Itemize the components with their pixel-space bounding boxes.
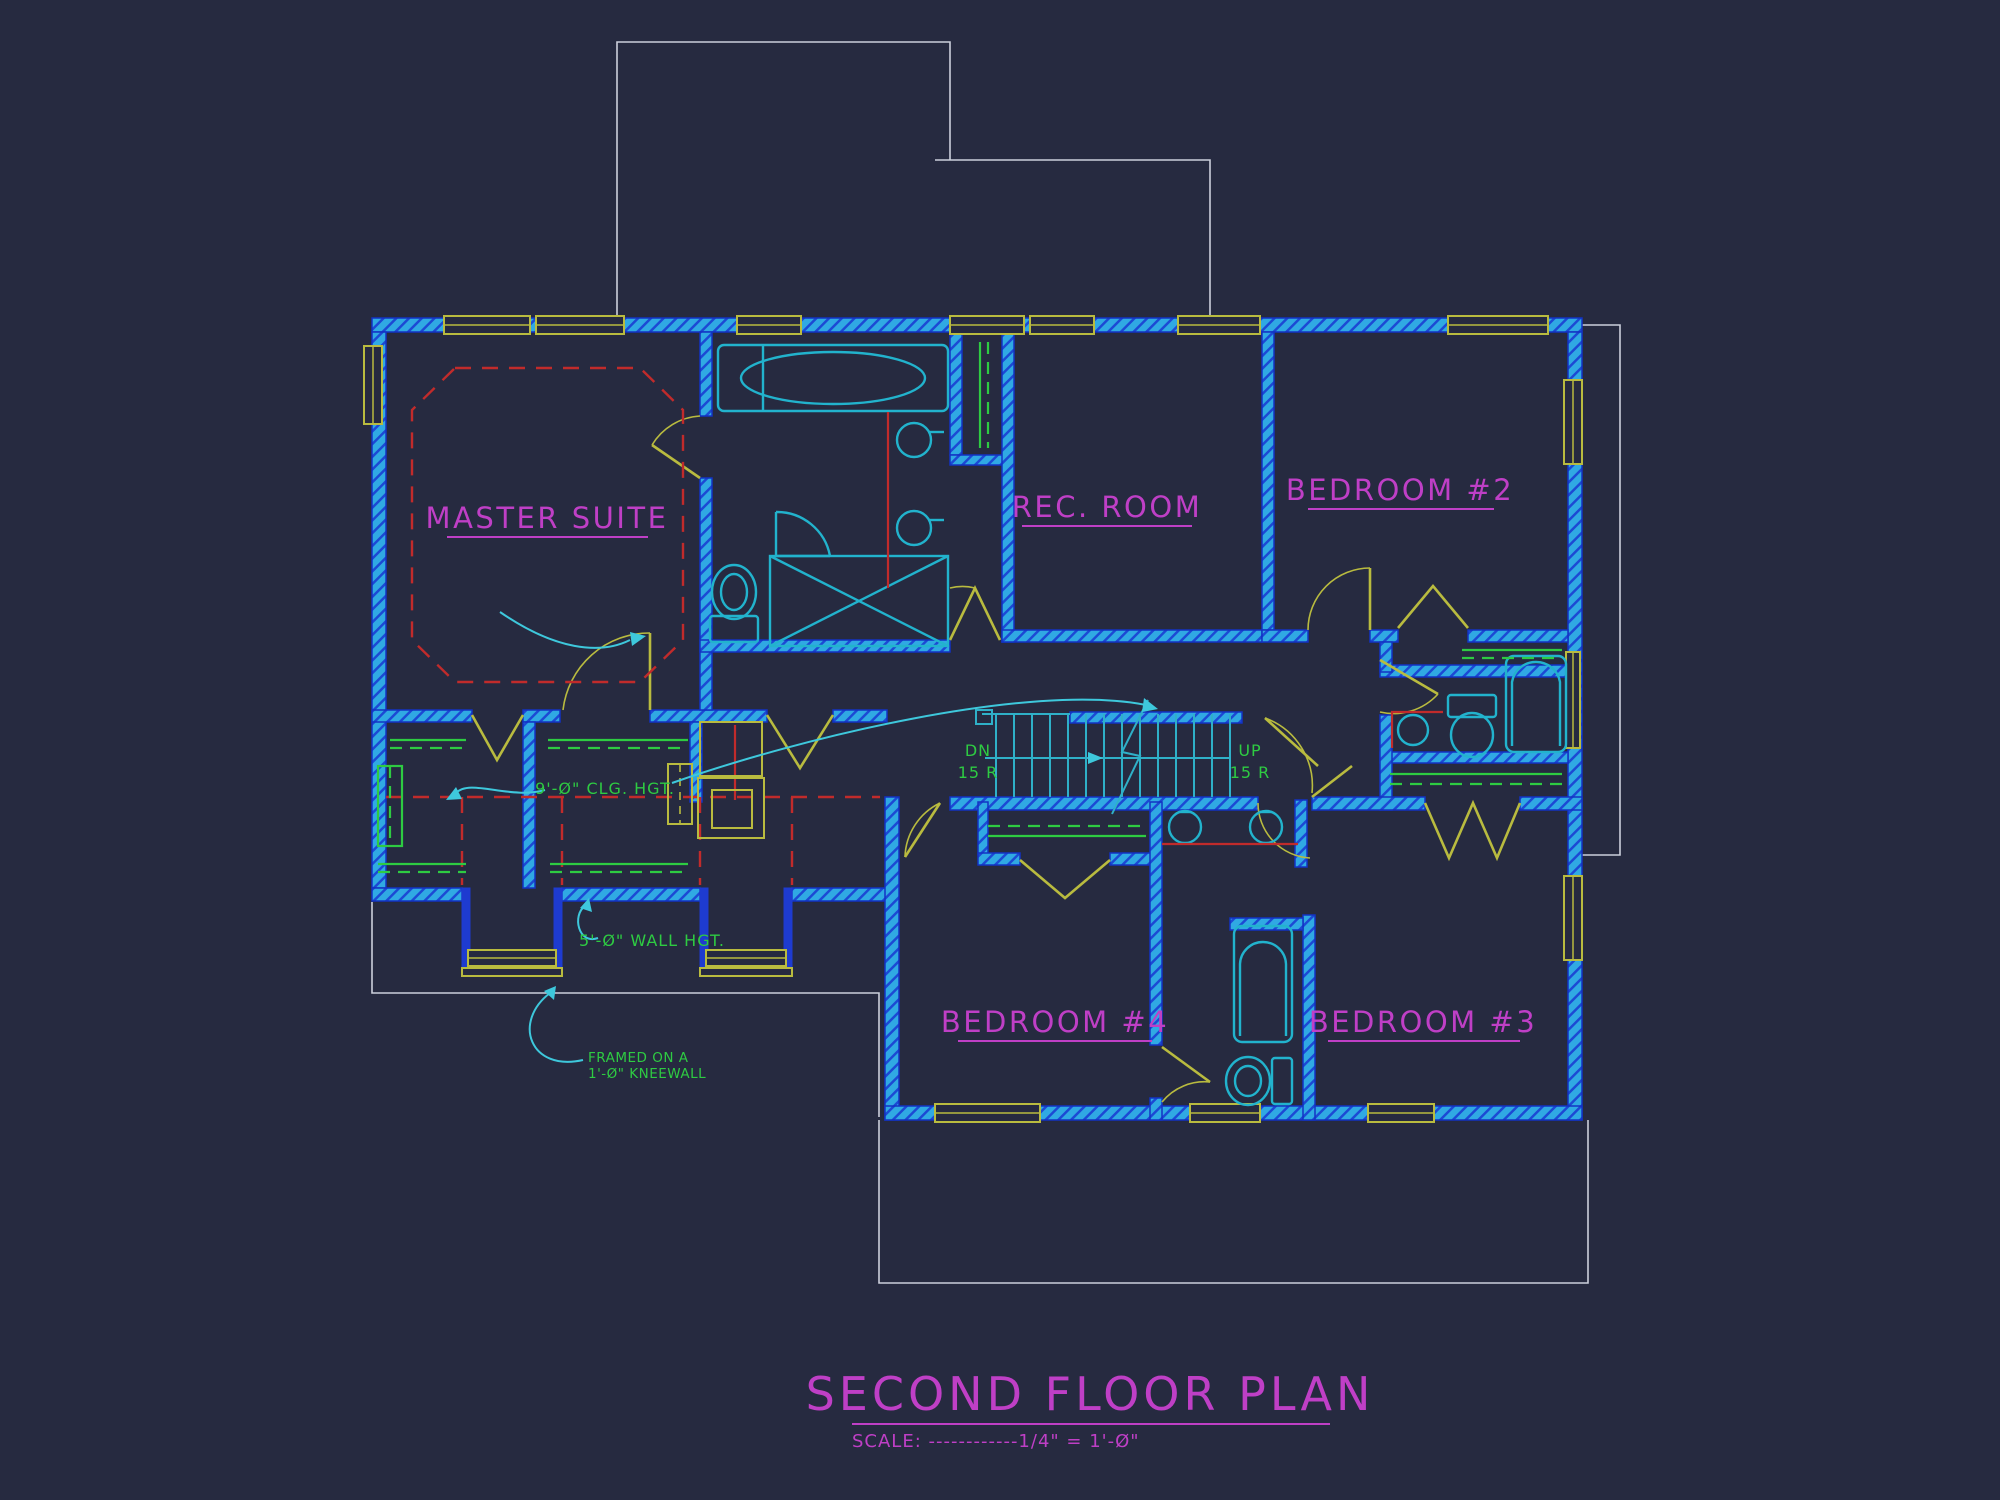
window xyxy=(535,315,625,335)
built-in-cabinets xyxy=(667,721,765,839)
stairs-up-label: UP xyxy=(1238,741,1261,760)
kneewall-note-line1: FRAMED ON A xyxy=(588,1050,689,1066)
closet-door xyxy=(765,714,835,771)
dormer-window xyxy=(699,949,793,977)
master-toilet xyxy=(708,563,760,644)
stairs-up-risers: 15 R xyxy=(1230,763,1271,782)
master-garden-tub xyxy=(716,343,950,413)
ceiling-height-note: 9'-Ø" CLG. HGT. xyxy=(535,779,675,798)
hall-closet-doors xyxy=(948,584,1002,641)
shared-bath-sink xyxy=(1248,809,1284,845)
leader-lines xyxy=(446,611,1158,1063)
stair-labels: DN 15 R UP 15 R xyxy=(958,741,1271,782)
stairs-down-label: DN xyxy=(965,741,991,760)
window xyxy=(949,315,1025,335)
hall-bath-counter xyxy=(1390,710,1443,748)
closet-shelving xyxy=(376,342,1562,874)
hall-bath-sink xyxy=(1396,713,1430,747)
red-annotation-lines xyxy=(386,366,1443,885)
doors xyxy=(470,415,1522,1103)
stair-break-line xyxy=(1111,699,1149,815)
master-bath-door xyxy=(651,415,701,480)
height-annotations: 9'-Ø" CLG. HGT. 5'-Ø" WALL HGT. FRAMED O… xyxy=(535,779,725,1082)
window xyxy=(1565,651,1581,749)
master-vanity-sink xyxy=(895,421,944,459)
window xyxy=(1177,315,1261,335)
window xyxy=(934,1103,1041,1123)
hall-bath-toilet xyxy=(1446,693,1498,759)
staircase xyxy=(975,699,1231,815)
window xyxy=(1563,875,1583,961)
bedroom-4-label: BEDROOM #4 xyxy=(941,1005,1169,1039)
window xyxy=(1563,379,1583,465)
bedroom2-entry-door xyxy=(1307,567,1372,631)
room-labels: MASTER SUITE REC. ROOM BEDROOM #2 BEDROO… xyxy=(426,473,1537,1042)
stair-direction-arrow xyxy=(1088,752,1103,764)
bedroom-3-label: BEDROOM #3 xyxy=(1309,1005,1537,1039)
windows xyxy=(363,315,1583,1123)
shared-bath-sink xyxy=(1167,809,1203,845)
bedroom-2-label: BEDROOM #2 xyxy=(1286,473,1514,507)
bedroom4-door xyxy=(903,802,942,858)
shared-bath-tub xyxy=(1232,924,1294,1044)
dormer-window xyxy=(461,949,563,977)
window xyxy=(1029,315,1095,335)
master-suite-door xyxy=(562,632,652,711)
tray-ceiling-outline xyxy=(410,366,685,684)
roof-outline-lines xyxy=(371,41,1621,1284)
window xyxy=(443,315,531,335)
fixtures xyxy=(708,343,1568,1107)
rec-room-label: REC. ROOM xyxy=(1012,490,1202,524)
linen-double-doors xyxy=(1019,859,1111,900)
drawing-scale: SCALE: ------------1/4" = 1'-Ø" xyxy=(852,1431,1140,1452)
window xyxy=(736,315,802,335)
window xyxy=(1367,1103,1435,1123)
master-vanity-sink xyxy=(895,509,944,547)
master-suite-label: MASTER SUITE xyxy=(426,501,669,535)
bath2-door xyxy=(1379,658,1439,715)
hall-bath-tub xyxy=(1504,654,1568,754)
stair-hall-door xyxy=(1264,717,1319,794)
left-closet-bifold xyxy=(470,714,525,763)
window xyxy=(1189,1103,1261,1123)
bedroom3-closet-bifold xyxy=(1423,799,1522,862)
kneewall-note-line2: 1'-Ø" KNEEWALL xyxy=(588,1066,706,1082)
window xyxy=(1447,315,1549,335)
drawing-title: SECOND FLOOR PLAN xyxy=(806,1367,1375,1421)
stairs-down-risers: 15 R xyxy=(958,763,999,782)
bath-compartment-door xyxy=(1161,1045,1211,1103)
wall-height-note: 5'-Ø" WALL HGT. xyxy=(579,931,725,950)
window xyxy=(363,345,383,425)
bedroom2-closet-bifold xyxy=(1397,583,1469,629)
title-block: SECOND FLOOR PLAN SCALE: ------------1/4… xyxy=(806,1367,1375,1452)
master-suite-leader xyxy=(499,611,631,649)
shared-bath-toilet xyxy=(1224,1055,1294,1107)
master-shower xyxy=(768,510,950,648)
